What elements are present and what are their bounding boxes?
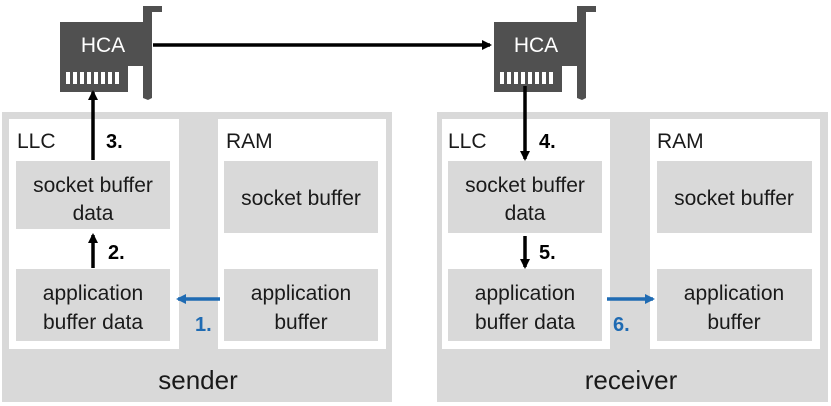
sender-ram-socket-buffer-line1: socket buffer (241, 187, 361, 210)
receiver-llc-socket-buffer-line2: data (505, 202, 546, 225)
receiver-llc-label: LLC (448, 130, 487, 153)
step-2-label: 2. (108, 242, 125, 264)
receiver-ram-label: RAM (657, 130, 704, 153)
receiver-ram-application-buffer-line1: application (684, 282, 784, 305)
receiver-label: receiver (585, 365, 678, 395)
sender-hca-card: HCA (60, 6, 162, 100)
sender-llc-application-buffer-line1: application (43, 282, 143, 305)
hca-bracket-icon (143, 6, 162, 100)
receiver-host: LLC socket buffer data application buffe… (437, 112, 828, 402)
sender-ram-socket-buffer (224, 161, 378, 233)
receiver-hca-label: HCA (514, 34, 558, 57)
step-6-label: 6. (613, 314, 630, 336)
receiver-ram-socket-buffer-line1: socket buffer (674, 187, 794, 210)
sender-hca-label: HCA (81, 34, 125, 57)
sender-llc-socket-buffer-line1: socket buffer (33, 174, 153, 197)
sender-llc-label: LLC (17, 130, 56, 153)
receiver-llc-application-buffer-line1: application (475, 282, 575, 305)
sender-llc-socket-buffer (16, 161, 170, 229)
sender-host: LLC socket buffer data application buffe… (2, 112, 392, 402)
step-3-label: 3. (106, 131, 123, 153)
receiver-llc-socket-buffer (448, 161, 602, 233)
receiver-llc-application-buffer (448, 269, 602, 341)
sender-ram-label: RAM (226, 130, 273, 153)
sender-ram-application-buffer-line1: application (251, 282, 351, 305)
sender-label: sender (158, 365, 238, 395)
receiver-ram-application-buffer-line2: buffer (707, 311, 760, 334)
receiver-ram-socket-buffer (657, 161, 812, 233)
sender-llc-application-buffer (16, 269, 170, 341)
step-5-label: 5. (539, 242, 556, 264)
step-4-label: 4. (539, 131, 556, 153)
hca-bracket-icon (577, 6, 596, 100)
sender-llc-application-buffer-line2: buffer data (43, 311, 143, 334)
receiver-llc-socket-buffer-line1: socket buffer (465, 174, 585, 197)
sender-ram-application-buffer (224, 269, 378, 341)
sender-llc-socket-buffer-line2: data (73, 202, 114, 225)
receiver-hca-card: HCA (494, 6, 596, 100)
hca-pins-icon (66, 72, 119, 84)
step-1-label: 1. (195, 314, 212, 336)
sender-ram-application-buffer-line2: buffer (274, 311, 327, 334)
receiver-llc-application-buffer-line2: buffer data (475, 311, 575, 334)
receiver-ram-application-buffer (657, 269, 812, 341)
hca-pins-icon (500, 72, 553, 84)
